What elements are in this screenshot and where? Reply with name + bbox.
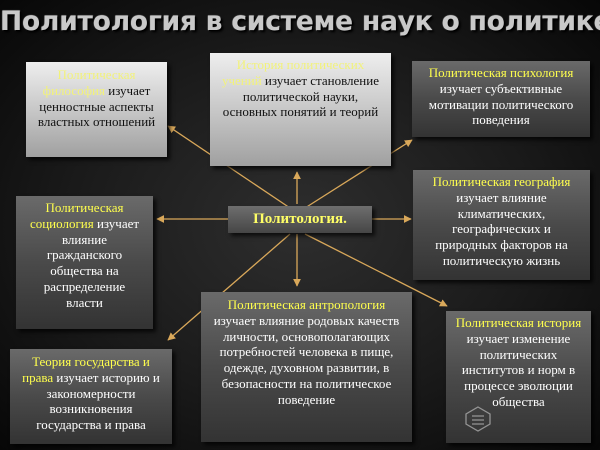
slide-title: Политология в системе наук о политике — [0, 6, 600, 37]
state-law-text: изучает историю и закономерности возникн… — [36, 369, 160, 433]
arrow-to-history — [304, 233, 448, 307]
sociology-text: изучает влияние гражданского общества на… — [43, 215, 140, 310]
anthropology-highlight: Политическая антропология — [227, 297, 386, 312]
history-teachings-highlight: История политических учений — [221, 57, 365, 88]
geography-text: изучает влияние климатических, географич… — [435, 189, 568, 268]
box-theory-of-state-and-law: Теория государства и права изучает истор… — [10, 349, 172, 444]
box-political-history: Политическая история изучает изменение п… — [446, 311, 591, 443]
history-highlight: Политическая история — [455, 315, 582, 330]
state-law-highlight: Теория государства и права — [22, 354, 150, 385]
geography-highlight: Политическая география — [432, 174, 571, 189]
box-political-geography: Политическая география изучает влияние к… — [413, 170, 590, 280]
center-node-politology: Политология. — [228, 206, 372, 233]
anthropology-text: изучает влияние родовых качеств личности… — [213, 312, 400, 407]
box-political-philosophy: Политическая философия изучает ценностны… — [26, 62, 167, 157]
arrow-to-state-law — [167, 233, 291, 341]
psychology-highlight: Политическая психология — [428, 65, 574, 80]
watermark-stamp — [465, 406, 491, 432]
sociology-highlight: Политическая социология — [29, 200, 124, 231]
arrow-to-philosophy — [167, 125, 291, 209]
history-teachings-text: изучает становление политической науки, … — [222, 72, 379, 120]
philosophy-highlight: Политическая философия — [42, 67, 136, 98]
history-text: изучает изменение политических институто… — [461, 330, 576, 409]
psychology-text: изучает субъективные мотивации политичес… — [428, 80, 574, 128]
box-history-of-political-teachings: История политических учений изучает стан… — [210, 53, 391, 166]
center-label: Политология — [253, 211, 344, 227]
box-political-psychology: Политическая психология изучает субъекти… — [412, 61, 590, 137]
box-political-anthropology: Политическая антропология изучает влияни… — [201, 292, 412, 442]
philosophy-text: изучает ценностные аспекты властных отно… — [37, 82, 156, 130]
box-political-sociology: Политическая социология изучает влияние … — [16, 196, 153, 329]
arrow-to-psychology — [304, 139, 413, 209]
center-dot: . — [343, 211, 347, 227]
